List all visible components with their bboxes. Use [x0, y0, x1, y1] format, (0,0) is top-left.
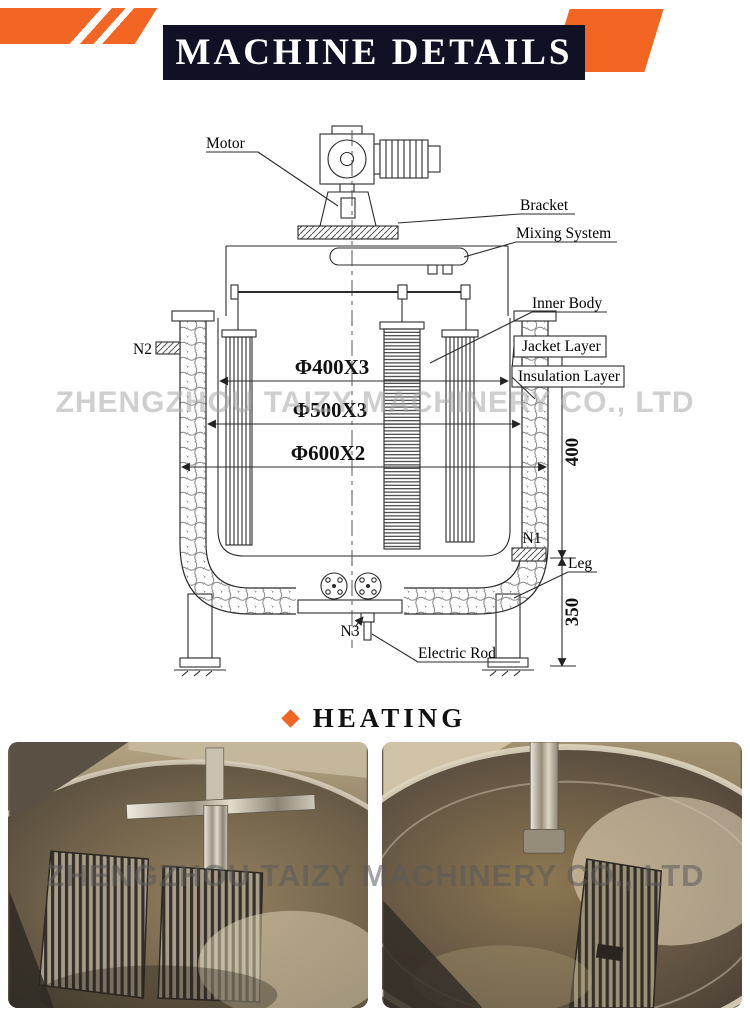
rim-left — [171, 310, 215, 322]
tank-interior-illustration-right — [382, 742, 742, 1008]
technical-diagram-section: Φ400X3 Φ500X3 Φ600X2 400 350 Motor — [0, 96, 750, 696]
tank-interior-illustration-left — [8, 742, 368, 1008]
label-n3: N3 — [341, 623, 360, 640]
height-dimensions: 400 350 — [550, 345, 583, 667]
label-mixing-system: Mixing System — [516, 225, 611, 242]
dimension-outer-diameter: Φ600X2 — [291, 441, 366, 465]
label-n2: N2 — [133, 341, 152, 358]
mixing-tank-diagram: Φ400X3 Φ500X3 Φ600X2 400 350 Motor — [133, 125, 625, 677]
mixing-paddles — [221, 292, 479, 550]
nozzle-n2 — [155, 341, 181, 355]
dimension-jacket-diameter: Φ500X3 — [293, 398, 368, 422]
bottom-outlet-assembly — [296, 572, 404, 641]
label-bracket: Bracket — [520, 197, 569, 214]
diamond-bullet-icon — [281, 708, 300, 728]
heating-heading: HEATING — [0, 696, 750, 740]
insulation-band — [179, 317, 549, 615]
label-jacket-layer: Jacket Layer — [522, 338, 602, 355]
upper-frame — [225, 245, 509, 316]
tank-interior-photo-right — [382, 742, 742, 1008]
label-electric-rod: Electric Rod — [418, 645, 496, 662]
nozzle-n1 — [511, 547, 547, 562]
dimension-body-height: 400 — [562, 438, 583, 467]
tank-interior-photo-left — [8, 742, 368, 1008]
label-leg: Leg — [568, 555, 592, 572]
hanger-bar — [230, 284, 471, 300]
callouts: Motor Bracket Mixing System Inner Body J… — [133, 135, 625, 663]
diameter-dimensions: Φ400X3 Φ500X3 Φ600X2 — [181, 353, 547, 472]
page-title: MACHINE DETAILS — [175, 32, 573, 73]
dimension-leg-height: 350 — [562, 598, 583, 627]
header-banner: MACHINE DETAILS — [0, 0, 750, 96]
label-insulation-layer: Insulation Layer — [518, 368, 621, 385]
photo-gallery: ZHENGZHOU TAIZY MACHINERY CO., LTD — [0, 740, 750, 1015]
header-title-plate: MACHINE DETAILS — [163, 25, 585, 80]
label-motor: Motor — [206, 135, 246, 152]
label-n1: N1 — [523, 530, 542, 547]
label-inner-body: Inner Body — [532, 295, 602, 312]
mixing-system-mount — [329, 247, 469, 275]
motor-assembly — [297, 125, 441, 240]
rim-right — [513, 310, 557, 322]
header-accent-left-ribbon — [0, 8, 158, 44]
dimension-inner-diameter: Φ400X3 — [295, 355, 370, 379]
heating-title: HEATING — [312, 702, 467, 733]
